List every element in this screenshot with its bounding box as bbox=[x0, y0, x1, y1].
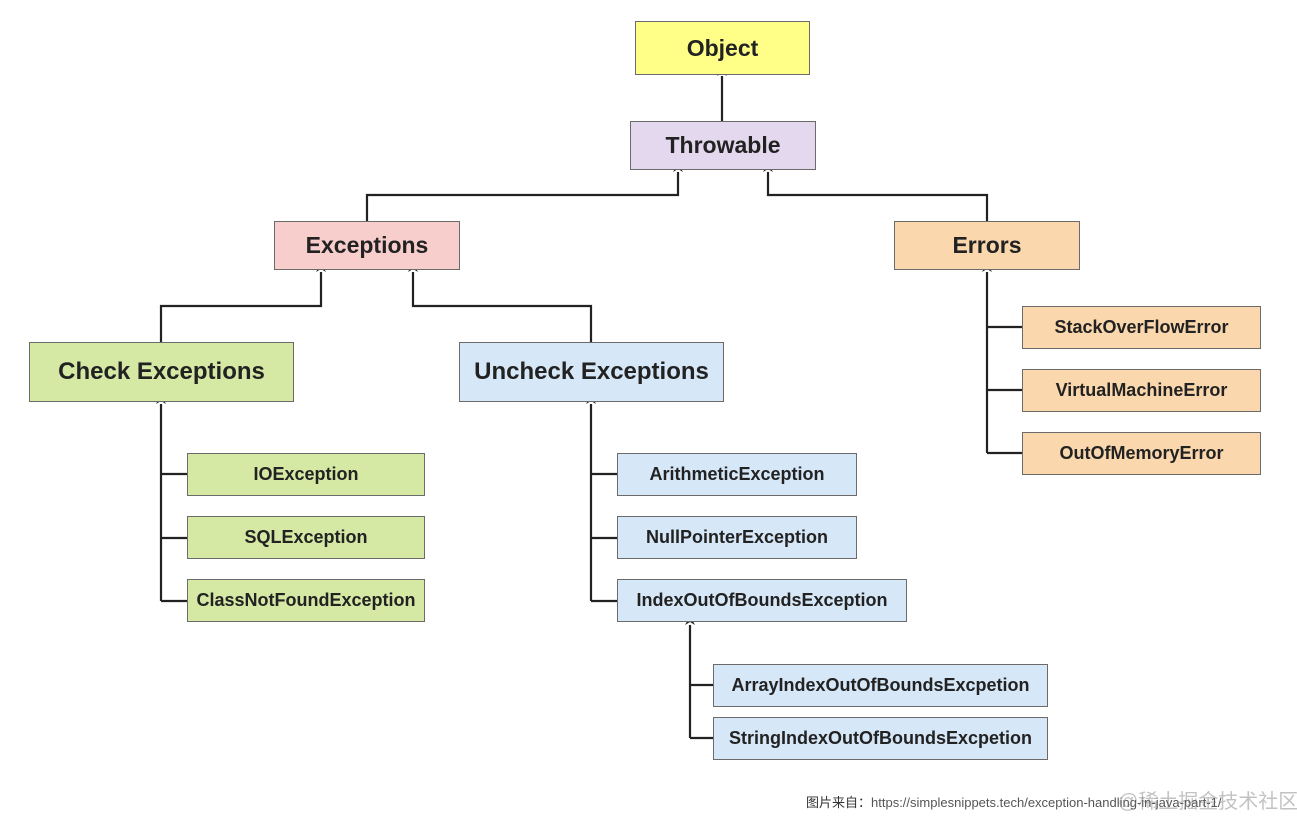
edge-errors-throwable bbox=[763, 163, 989, 221]
node-check-exceptions: Check Exceptions bbox=[29, 342, 294, 402]
edge-uncheck-exceptions bbox=[408, 263, 593, 342]
image-source-caption: 图片来自：https://simplesnippets.tech/excepti… bbox=[806, 792, 1221, 811]
edge-exceptions-throwable bbox=[365, 163, 683, 221]
node-classnotfoundexception: ClassNotFoundException bbox=[187, 579, 425, 622]
node-stringindexoutofboundsexcpetion: StringIndexOutOfBoundsExcpetion bbox=[713, 717, 1048, 760]
node-errors: Errors bbox=[894, 221, 1080, 270]
node-arithmeticexception: ArithmeticException bbox=[617, 453, 857, 496]
node-sqlexception: SQLException bbox=[187, 516, 425, 559]
node-ioexception: IOException bbox=[187, 453, 425, 496]
watermark: @稀土掘金技术社区 bbox=[1118, 791, 1297, 813]
node-stackoverflowerror: StackOverFlowError bbox=[1022, 306, 1261, 349]
node-arrayindexoutofboundsexcpetion: ArrayIndexOutOfBoundsExcpetion bbox=[713, 664, 1048, 707]
caption-url: https://simplesnippets.tech/exception-ha… bbox=[871, 795, 1222, 810]
node-virtualmachineerror: VirtualMachineError bbox=[1022, 369, 1261, 412]
node-nullpointerexception: NullPointerException bbox=[617, 516, 857, 559]
node-indexoutofboundsexception: IndexOutOfBoundsException bbox=[617, 579, 907, 622]
edge-check-exceptions bbox=[159, 263, 326, 342]
node-uncheck-exceptions: Uncheck Exceptions bbox=[459, 342, 724, 402]
node-object: Object bbox=[635, 21, 810, 75]
node-throwable: Throwable bbox=[630, 121, 816, 170]
node-outofmemoryerror: OutOfMemoryError bbox=[1022, 432, 1261, 475]
node-exceptions: Exceptions bbox=[274, 221, 460, 270]
caption-prefix: 图片来自： bbox=[806, 795, 872, 810]
